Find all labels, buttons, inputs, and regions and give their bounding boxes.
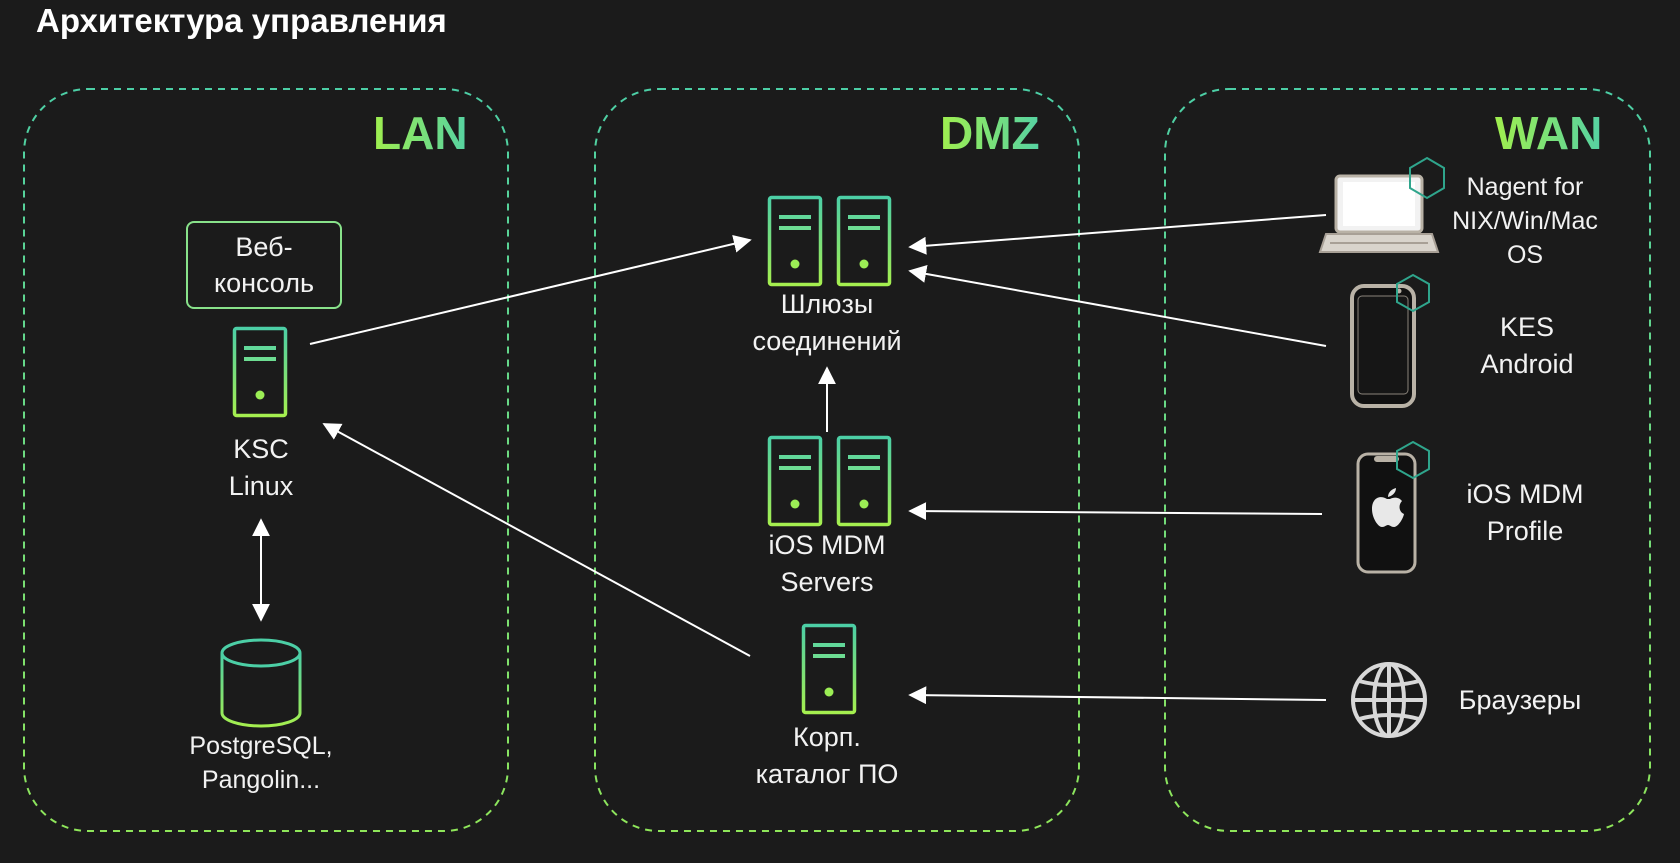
zone-label-wan: WAN — [1495, 107, 1603, 159]
catalog-line-2: каталог ПО — [755, 759, 899, 789]
kes-android-line-1: KES — [1499, 312, 1555, 342]
arrow-browsers-to-catalog — [908, 686, 1327, 705]
browsers-label: Браузеры — [1458, 685, 1582, 715]
database-label: PostgreSQL, Pangolin... — [161, 729, 361, 797]
gateways-label: Шлюзы соединений — [727, 286, 927, 360]
ios-mdm-servers-line-1: iOS MDM — [768, 530, 886, 560]
laptop-icon — [1318, 174, 1440, 253]
gateway-server-icon-1 — [767, 195, 823, 287]
arrow-catalog-to-ksc — [322, 423, 751, 657]
nagent-line-2: NIX/Win/Mac — [1452, 207, 1598, 235]
database-line-1: PostgreSQL, — [189, 732, 333, 760]
page-title: Архитектура управления — [36, 2, 447, 39]
nagent-hexagon-badge-icon — [1409, 156, 1445, 200]
web-console-line-2: консоль — [213, 268, 315, 298]
kes-hexagon-badge-icon — [1396, 273, 1430, 313]
web-console-label: Веб- консоль — [214, 229, 314, 301]
ksc-line-1: KSC — [233, 434, 289, 464]
ios-mdm-server-icon-1 — [767, 435, 823, 527]
ksc-server-icon — [232, 326, 288, 418]
kes-android-line-2: Android — [1480, 349, 1574, 379]
gateways-line-2: соединений — [752, 326, 902, 356]
ios-profile-line-1: iOS MDM — [1466, 479, 1584, 509]
catalog-line-1: Корп. — [793, 722, 861, 752]
zone-label-dmz: DMZ — [940, 107, 1040, 159]
ksc-line-2: Linux — [228, 471, 294, 501]
catalog-label: Корп. каталог ПО — [727, 719, 927, 793]
database-icon — [220, 638, 302, 728]
ios-mdm-server-icon-2 — [836, 435, 892, 527]
ios-profile-line-2: Profile — [1486, 516, 1564, 546]
database-line-2: Pangolin... — [201, 766, 321, 794]
apple-logo-icon — [1372, 488, 1404, 527]
web-console-line-1: Веб- — [235, 232, 293, 262]
zone-label-lan: LAN — [373, 107, 468, 159]
nagent-label: Nagent for NIX/Win/Mac OS — [1440, 170, 1610, 272]
android-phone-icon — [1350, 284, 1416, 408]
web-console-box: Веб- консоль — [186, 221, 342, 309]
ksc-label: KSC Linux — [201, 431, 321, 505]
ios-profile-label: iOS MDM Profile — [1445, 476, 1605, 550]
arrow-kes-to-gateways — [908, 265, 1327, 347]
kes-android-label: KES Android — [1450, 309, 1604, 383]
ios-mdm-servers-label: iOS MDM Servers — [727, 527, 927, 601]
nagent-line-1: Nagent for — [1466, 173, 1584, 201]
ios-hexagon-badge-icon — [1396, 440, 1430, 480]
arrow-ios-to-mdm — [908, 502, 1323, 521]
globe-icon — [1351, 662, 1427, 738]
arrow-nagent-to-gateways — [908, 214, 1327, 255]
nagent-line-3: OS — [1506, 241, 1544, 269]
catalog-server-icon — [801, 623, 857, 715]
arrow-ksc-to-gateways — [309, 234, 752, 345]
gateways-line-1: Шлюзы — [780, 289, 874, 319]
gateway-server-icon-2 — [836, 195, 892, 287]
ios-mdm-servers-line-2: Servers — [780, 567, 874, 597]
